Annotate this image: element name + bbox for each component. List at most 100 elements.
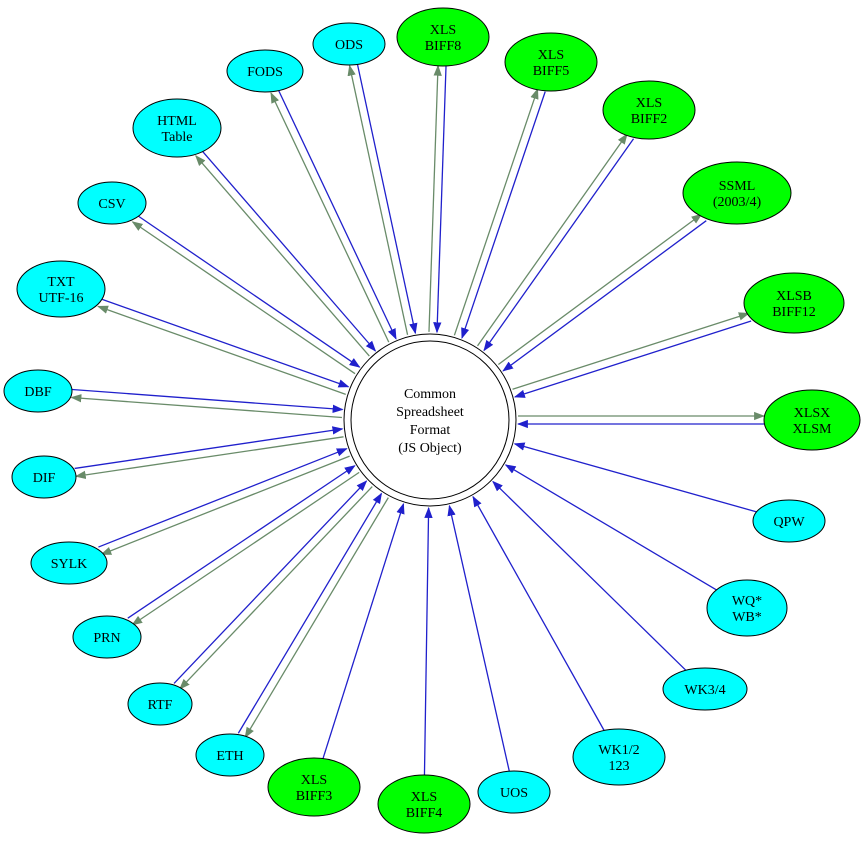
node-dbf-shape xyxy=(3,369,73,413)
node-ssml-shape xyxy=(682,161,792,225)
edge-dbf-export-arrow xyxy=(70,394,342,419)
node-wk12-123-shape xyxy=(572,728,666,786)
edge-wk12-123-import-arrow xyxy=(472,495,605,731)
center-node-outer-circle xyxy=(343,333,517,507)
node-dbf: DBF xyxy=(3,369,73,413)
node-uos-label: UOS xyxy=(500,786,528,801)
edge-dbf-import-arrow xyxy=(72,388,344,413)
node-wq-wb-shape xyxy=(706,579,788,637)
edge-html-table-export-arrow xyxy=(195,154,370,357)
node-xls-biff4-shape xyxy=(377,774,471,834)
edge-eth-export-arrow xyxy=(244,497,389,739)
edge-ssml-import-arrow xyxy=(502,220,707,372)
node-eth-shape xyxy=(195,733,265,777)
node-csv: CSV xyxy=(77,181,147,225)
node-dbf-label: DBF xyxy=(24,385,51,400)
edge-dif-import-arrow xyxy=(74,426,344,470)
edge-xls-biff8-export-arrow xyxy=(428,64,442,332)
node-rtf-shape xyxy=(127,682,193,726)
edge-wq-wb-import-arrow xyxy=(504,464,717,591)
edges xyxy=(70,63,766,776)
node-xls-biff2-shape xyxy=(602,80,696,140)
node-ssml-label: SSML(2003/4) xyxy=(713,179,762,210)
edge-ssml-export-arrow xyxy=(497,213,703,365)
edge-xls-biff5-import-arrow xyxy=(461,91,546,339)
node-fods-label: FODS xyxy=(247,65,283,80)
node-ods-label: ODS xyxy=(335,38,363,53)
node-prn-label: PRN xyxy=(93,631,120,646)
edge-xls-biff2-export-arrow xyxy=(476,133,628,347)
node-txt-utf16-shape xyxy=(16,260,106,318)
edge-sylk-import-arrow xyxy=(98,448,348,548)
node-qpw-label: QPW xyxy=(773,515,805,530)
node-sylk-label: SYLK xyxy=(51,557,88,572)
node-xlsb-shape xyxy=(743,272,845,334)
node-prn: PRN xyxy=(72,615,142,659)
node-uos: UOS xyxy=(477,770,551,814)
edge-prn-export-arrow xyxy=(131,471,360,626)
node-xlsx-shape xyxy=(763,389,861,451)
node-prn-shape xyxy=(72,615,142,659)
edge-xls-biff8-import-arrow xyxy=(433,66,447,334)
edge-ods-export-arrow xyxy=(347,64,409,335)
node-dif: DIF xyxy=(11,455,77,499)
edge-prn-import-arrow xyxy=(127,465,356,619)
node-ods-shape xyxy=(312,22,386,66)
edge-rtf-export-arrow xyxy=(179,486,373,690)
node-rtf: RTF xyxy=(127,682,193,726)
edge-xls-biff2-import-arrow xyxy=(483,138,635,352)
edge-fods-export-arrow xyxy=(270,92,390,343)
edge-wk34-import-arrow xyxy=(492,480,687,671)
node-fods-shape xyxy=(226,49,304,93)
node-qpw: QPW xyxy=(752,499,826,543)
node-dif-label: DIF xyxy=(33,471,56,486)
node-csv-label: CSV xyxy=(98,197,125,212)
center-node-inner-circle xyxy=(350,340,510,500)
node-xls-biff8-shape xyxy=(396,7,490,67)
edge-qpw-import-arrow xyxy=(513,442,757,513)
node-eth: ETH xyxy=(195,733,265,777)
edge-xls-biff3-import-arrow xyxy=(322,502,405,759)
node-html-table-shape xyxy=(132,98,222,158)
node-xls-biff5-shape xyxy=(504,32,598,92)
edge-eth-import-arrow xyxy=(237,492,383,734)
edge-xlsb-export-arrow xyxy=(512,312,750,390)
edge-csv-export-arrow xyxy=(131,221,356,375)
node-csv-shape xyxy=(77,181,147,225)
node-wk34: WK3/4 xyxy=(662,667,748,711)
edge-txt-utf16-import-arrow xyxy=(100,298,350,388)
edge-dif-export-arrow xyxy=(74,436,344,480)
node-rtf-label: RTF xyxy=(148,698,173,713)
node-uos-shape xyxy=(477,770,551,814)
node-dif-shape xyxy=(11,455,77,499)
node-wq-wb: WQ*WB* xyxy=(706,579,788,637)
edge-html-table-import-arrow xyxy=(201,150,377,352)
edge-txt-utf16-export-arrow xyxy=(97,305,346,395)
edge-ods-import-arrow xyxy=(356,63,418,335)
edge-csv-import-arrow xyxy=(136,214,361,368)
node-fods: FODS xyxy=(226,49,304,93)
